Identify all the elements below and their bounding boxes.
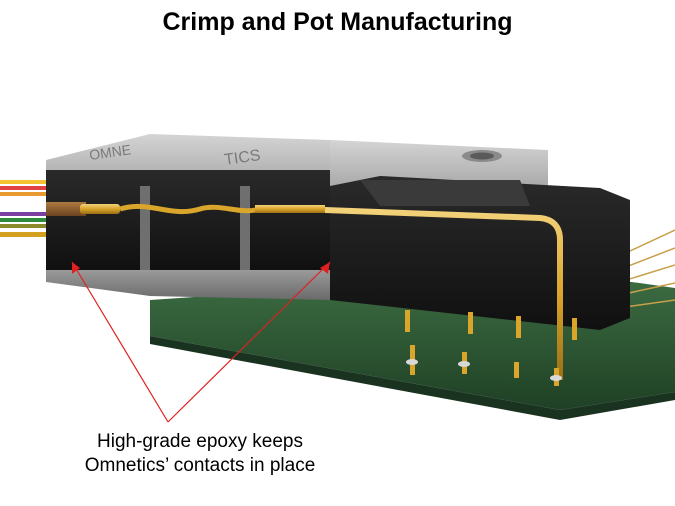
slide-title: Crimp and Pot Manufacturing	[162, 8, 513, 36]
housing-marking-right: TICS	[223, 147, 261, 169]
pcb-pin-tails	[406, 345, 562, 386]
housing-marking-left: OMNE	[88, 141, 132, 163]
caption-line-2: Omnetics’ contacts in place	[84, 455, 316, 476]
right-connector-body	[324, 140, 630, 380]
wire-bundle	[0, 180, 60, 237]
epoxy-pointer-lines	[71, 261, 331, 423]
epoxy-cutaway	[46, 170, 330, 270]
caption-line-1: High-grade epoxy keeps	[97, 431, 303, 452]
